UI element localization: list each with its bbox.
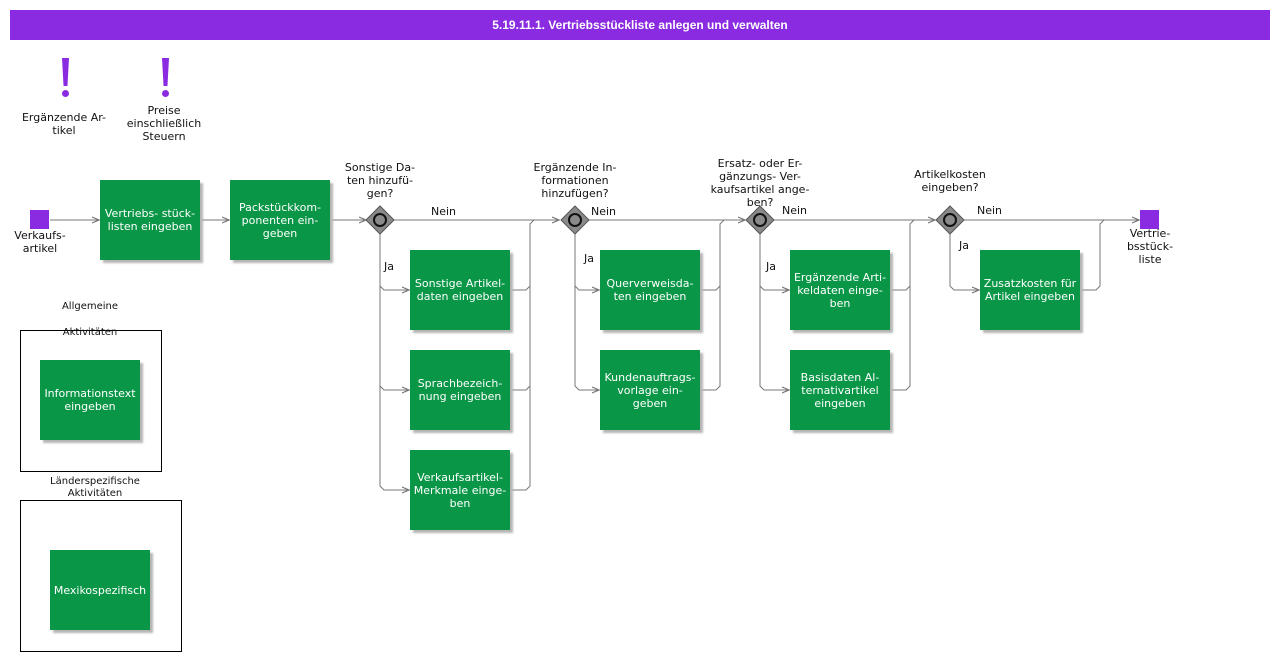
exclamation-icon [157,58,177,102]
activity-vertriebsstuecklisten-eingeben[interactable]: Vertriebs- stück- listen eingeben [100,180,200,260]
diagram-title: 5.19.11.1. Vertriebsstückliste anlegen u… [10,10,1270,40]
gateway-3-no-label: Nein [782,204,808,217]
activity-packstueckkomponenten-eingeben[interactable]: Packstückkom- ponenten ein- geben [230,180,330,260]
start-event-label: Verkaufs- artikel [14,229,66,255]
activity-sprachbezeichnung[interactable]: Sprachbezeich- nung eingeben [410,350,510,430]
activity-querverweisdaten[interactable]: Querverweisda- ten eingeben [600,250,700,330]
end-event-label: Vertrie- bsstück- liste [1126,227,1174,266]
gateway-2-question: Ergänzende In- formationen hinzufügen? [533,161,617,200]
gateway-4-no-label: Nein [977,204,1003,217]
gateway-4-yes-label: Ja [959,239,969,252]
legend-country-title: Länderspezifische Aktivitäten [50,476,140,499]
gateway-4-question: Artikelkosten eingeben? [914,168,986,194]
note-label-preise-steuern: Preise einschließlich Steuern [126,104,202,143]
gateway-1-question: Sonstige Da- ten hinzufü- gen? [344,161,416,200]
note-label-ergaenzende-artikel: Ergänzende Ar- tikel [21,111,107,137]
gateway-3-yes-label: Ja [766,260,776,273]
activity-basisdaten-alternativartikel[interactable]: Basisdaten Al- ternativartikel eingeben [790,350,890,430]
gateway-3 [745,205,775,235]
legend-general-activity[interactable]: Informationstext eingeben [40,360,140,440]
activity-zusatzkosten[interactable]: Zusatzkosten für Artikel eingeben [980,250,1080,330]
gateway-2-no-label: Nein [591,205,617,218]
activity-kundenauftragsvorlage[interactable]: Kundenauftrags- vorlage ein- geben [600,350,700,430]
exclamation-icon [57,58,77,102]
activity-sonstige-artikeldaten[interactable]: Sonstige Artikel- daten eingeben [410,250,510,330]
gateway-3-question: Ersatz- oder Er- gänzungs- Ver- kaufsart… [710,157,810,209]
gateway-4 [935,205,965,235]
activity-verkaufsartikel-merkmale[interactable]: Verkaufsartikel- Merkmale einge- ben [410,450,510,530]
gateway-1 [365,205,395,235]
gateway-2-yes-label: Ja [584,252,594,265]
gateway-1-yes-label: Ja [384,260,394,273]
gateway-2 [560,205,590,235]
legend-general-title: Allgemeine Aktivitäten [61,301,119,338]
end-event [1140,210,1159,229]
gateway-1-no-label: Nein [431,205,457,218]
activity-ergaenzende-artikeldaten[interactable]: Ergänzende Arti- keldaten einge- ben [790,250,890,330]
start-event [30,210,49,229]
legend-country-activity[interactable]: Mexikospezifisch [50,550,150,630]
